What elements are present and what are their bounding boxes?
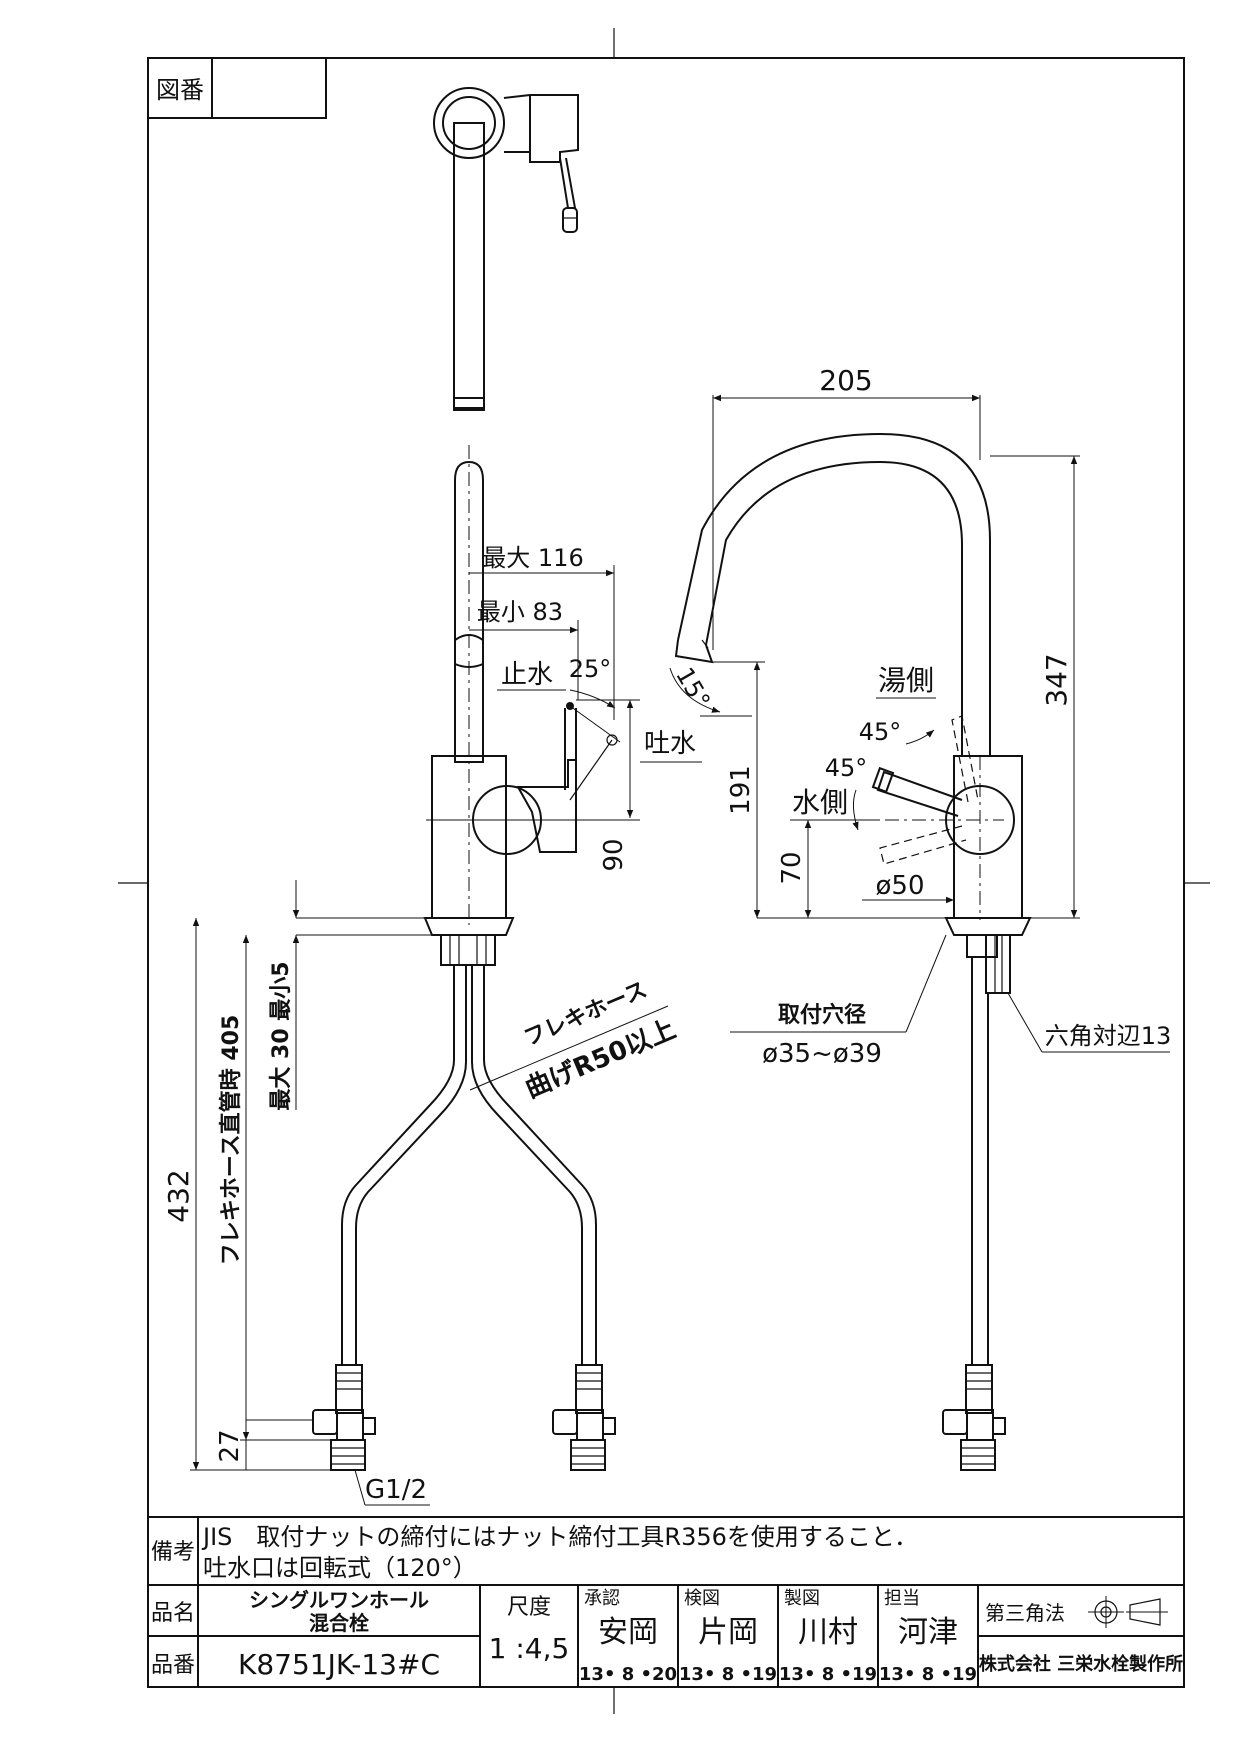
dim-h191: 191 xyxy=(726,765,756,815)
approved-date: 13• 8 •20 xyxy=(579,1664,677,1685)
dim-w205: 205 xyxy=(819,364,872,397)
notes-line1: JIS 取付ナットの締付にはナット締付工具R356を使用すること． xyxy=(201,1523,918,1551)
drawn-label: 製図 xyxy=(784,1588,820,1609)
dim-h90: 90 xyxy=(599,838,629,871)
notes-line2: 吐水口は回転式（120°） xyxy=(203,1554,477,1582)
approved-label: 承認 xyxy=(584,1588,620,1609)
drawn-date: 13• 8 •19 xyxy=(779,1664,877,1685)
charge-label: 担当 xyxy=(884,1588,920,1609)
notes-block: 備考 JIS 取付ナットの締付にはナット締付工具R356を使用すること． 吐水口… xyxy=(148,1516,1184,1586)
drawn-name: 川村 xyxy=(798,1615,858,1650)
callout-stop-water: 止水 xyxy=(501,660,553,690)
dim-h27: 27 xyxy=(215,1429,245,1462)
title-block: 品名 シングルワンホール 混合栓 品番 K8751JK-13#C 尺度 1 :4… xyxy=(148,1585,1184,1687)
dim-angle45-hot: 45° xyxy=(859,718,902,746)
callout-discharge: 吐水 xyxy=(644,729,696,759)
dim-h70: 70 xyxy=(777,851,807,884)
dim-g12: G1/2 xyxy=(365,1475,427,1505)
plan-view xyxy=(433,87,579,411)
approved-name: 安岡 xyxy=(598,1615,658,1650)
hinmei-value-1: シングルワンホール xyxy=(249,1588,429,1612)
dim-min83: 最小 83 xyxy=(477,598,563,626)
dim-hole-label: 取付穴径 xyxy=(778,1002,866,1028)
zuban-label: 図番 xyxy=(156,76,204,104)
side-view xyxy=(312,445,621,1471)
company-name: 株式会社 三栄水栓製作所 xyxy=(979,1653,1183,1675)
checked-name: 片岡 xyxy=(698,1615,758,1650)
hinmei-label: 品名 xyxy=(151,1601,195,1626)
front-view-dimensions: 205 347 191 70 ø50 15° 湯側 45° 45° 水側 xyxy=(669,364,1172,1069)
hinban-label: 品番 xyxy=(151,1653,195,1678)
dim-stroke: 最大 30 最小5 xyxy=(269,961,294,1110)
hinban-value: K8751JK-13#C xyxy=(238,1648,440,1681)
dim-max116: 最大 116 xyxy=(482,544,583,572)
dim-angle45-cold: 45° xyxy=(825,754,868,782)
dim-d50: ø50 xyxy=(876,871,925,901)
callout-hot-side: 湯側 xyxy=(878,664,934,697)
dim-hose405: フレキホース直管時 405 xyxy=(218,1015,244,1265)
dim-h347: 347 xyxy=(1040,653,1073,706)
dim-angle15: 15° xyxy=(670,663,716,714)
dim-hole-value: ø35~ø39 xyxy=(762,1039,882,1069)
scale-label: 尺度 xyxy=(507,1595,551,1620)
scale-value: 1 :4,5 xyxy=(489,1632,570,1665)
hinmei-value-2: 混合栓 xyxy=(309,1611,369,1635)
checked-label: 検図 xyxy=(684,1588,720,1609)
third-angle-projection-icon xyxy=(1088,1596,1168,1628)
drawing-frame: 図番 xyxy=(118,28,1210,1714)
charge-name: 河津 xyxy=(898,1615,958,1650)
notes-label: 備考 xyxy=(151,1540,195,1565)
charge-date: 13• 8 •19 xyxy=(879,1664,977,1685)
dim-angle25: 25° xyxy=(569,655,612,683)
front-view xyxy=(674,432,1032,1471)
dim-hex13: 六角対辺13 xyxy=(1045,1022,1172,1050)
dim-h432: 432 xyxy=(162,1169,195,1222)
side-view-dimensions: 最大 116 最小 83 止水 25° 吐水 90 最大 30 最小5 フレキホ… xyxy=(162,544,702,1506)
checked-date: 13• 8 •19 xyxy=(679,1664,777,1685)
callout-cold-side: 水側 xyxy=(792,786,848,819)
projection-label: 第三角法 xyxy=(985,1601,1065,1625)
